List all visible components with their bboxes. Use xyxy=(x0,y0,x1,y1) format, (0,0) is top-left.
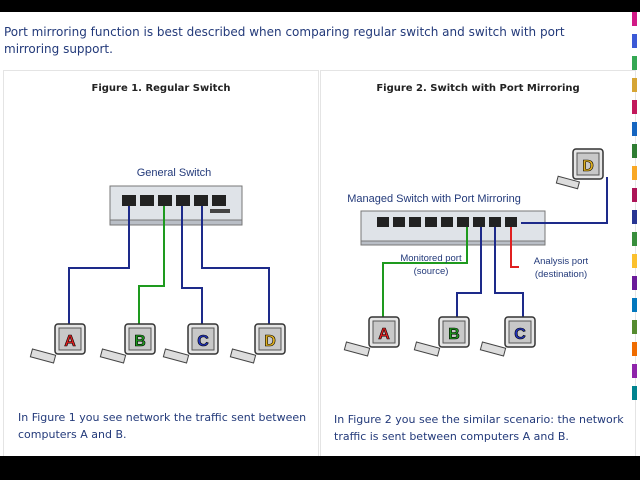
computer-c-icon: C xyxy=(162,323,219,364)
analysis-port-sub: (destination) xyxy=(535,269,587,280)
figure-2-panel: Figure 2. Switch with Port Mirroring Man… xyxy=(320,70,636,462)
bottom-black-bar xyxy=(0,456,640,480)
figure-2-caption: In Figure 2 you see the similar scenario… xyxy=(334,413,624,443)
intro-text: Port mirroring function is best describe… xyxy=(4,25,565,56)
computer-d-icon: D xyxy=(555,148,604,190)
side-strip-segment xyxy=(632,122,637,136)
side-strip-segment xyxy=(632,386,637,400)
computer-a-icon: A xyxy=(343,316,400,357)
side-strip xyxy=(628,12,640,456)
computer-c-letter: C xyxy=(197,333,209,350)
top-black-bar xyxy=(0,0,640,12)
computer-a-letter: A xyxy=(64,333,76,350)
figure-2-title: Figure 2. Switch with Port Mirroring xyxy=(376,83,580,94)
side-strip-segment xyxy=(632,298,637,312)
side-strip-segment xyxy=(632,232,637,246)
cable-c xyxy=(181,206,203,326)
cable-analysis xyxy=(510,227,519,268)
side-strip-segment xyxy=(632,100,637,114)
computer-d-icon: D xyxy=(229,323,286,364)
cable-monitored xyxy=(382,227,468,317)
side-strip-segment xyxy=(632,56,637,70)
side-strip-segment xyxy=(632,342,637,356)
side-strip-segment xyxy=(632,12,637,26)
computer-a-icon: A xyxy=(29,323,86,364)
side-strip-segment xyxy=(632,210,637,224)
computer-c-icon: C xyxy=(479,316,536,357)
figure-1-diagram: General Switch xyxy=(29,167,286,364)
figure-1-switch-label: General Switch xyxy=(137,167,212,179)
figure-2-switch-label: Managed Switch with Port Mirroring xyxy=(347,193,521,205)
general-switch-icon xyxy=(109,185,243,226)
computer-b-icon: B xyxy=(413,316,470,357)
computer-d-letter: D xyxy=(264,333,276,350)
computer-b-icon: B xyxy=(99,323,156,364)
figure-1-title: Figure 1. Regular Switch xyxy=(91,83,231,94)
figure-1-panel: Figure 1. Regular Switch General Switch xyxy=(3,70,319,462)
figure-2-diagram: Managed Switch with Port Mirroring xyxy=(343,148,608,357)
side-strip-segment xyxy=(632,320,637,334)
managed-switch-icon xyxy=(360,210,546,246)
side-strip-segment xyxy=(632,188,637,202)
side-strip-segment xyxy=(632,78,637,92)
computer-d-letter: D xyxy=(582,158,594,175)
figure-1-caption: In Figure 1 you see network the traffic … xyxy=(18,411,307,441)
side-strip-segment xyxy=(632,34,637,48)
cable-b xyxy=(138,206,165,326)
monitored-port-label: Monitored port xyxy=(400,253,462,264)
side-strip-segment xyxy=(632,166,637,180)
side-strip-segment xyxy=(632,276,637,290)
cable-b2 xyxy=(456,227,482,317)
monitored-port-sub: (source) xyxy=(414,266,449,277)
side-strip-segment xyxy=(632,144,637,158)
cable-d xyxy=(201,206,270,326)
analysis-port-label: Analysis port xyxy=(534,256,589,267)
cable-d2 xyxy=(521,177,608,224)
computer-c-letter: C xyxy=(514,326,526,343)
side-strip-segment xyxy=(632,364,637,378)
computer-b-letter: B xyxy=(134,333,146,350)
side-strip-segment xyxy=(632,254,637,268)
computer-b-letter: B xyxy=(448,326,460,343)
cable-a xyxy=(68,206,130,326)
cable-c2 xyxy=(494,227,524,317)
computer-a-letter: A xyxy=(378,326,390,343)
